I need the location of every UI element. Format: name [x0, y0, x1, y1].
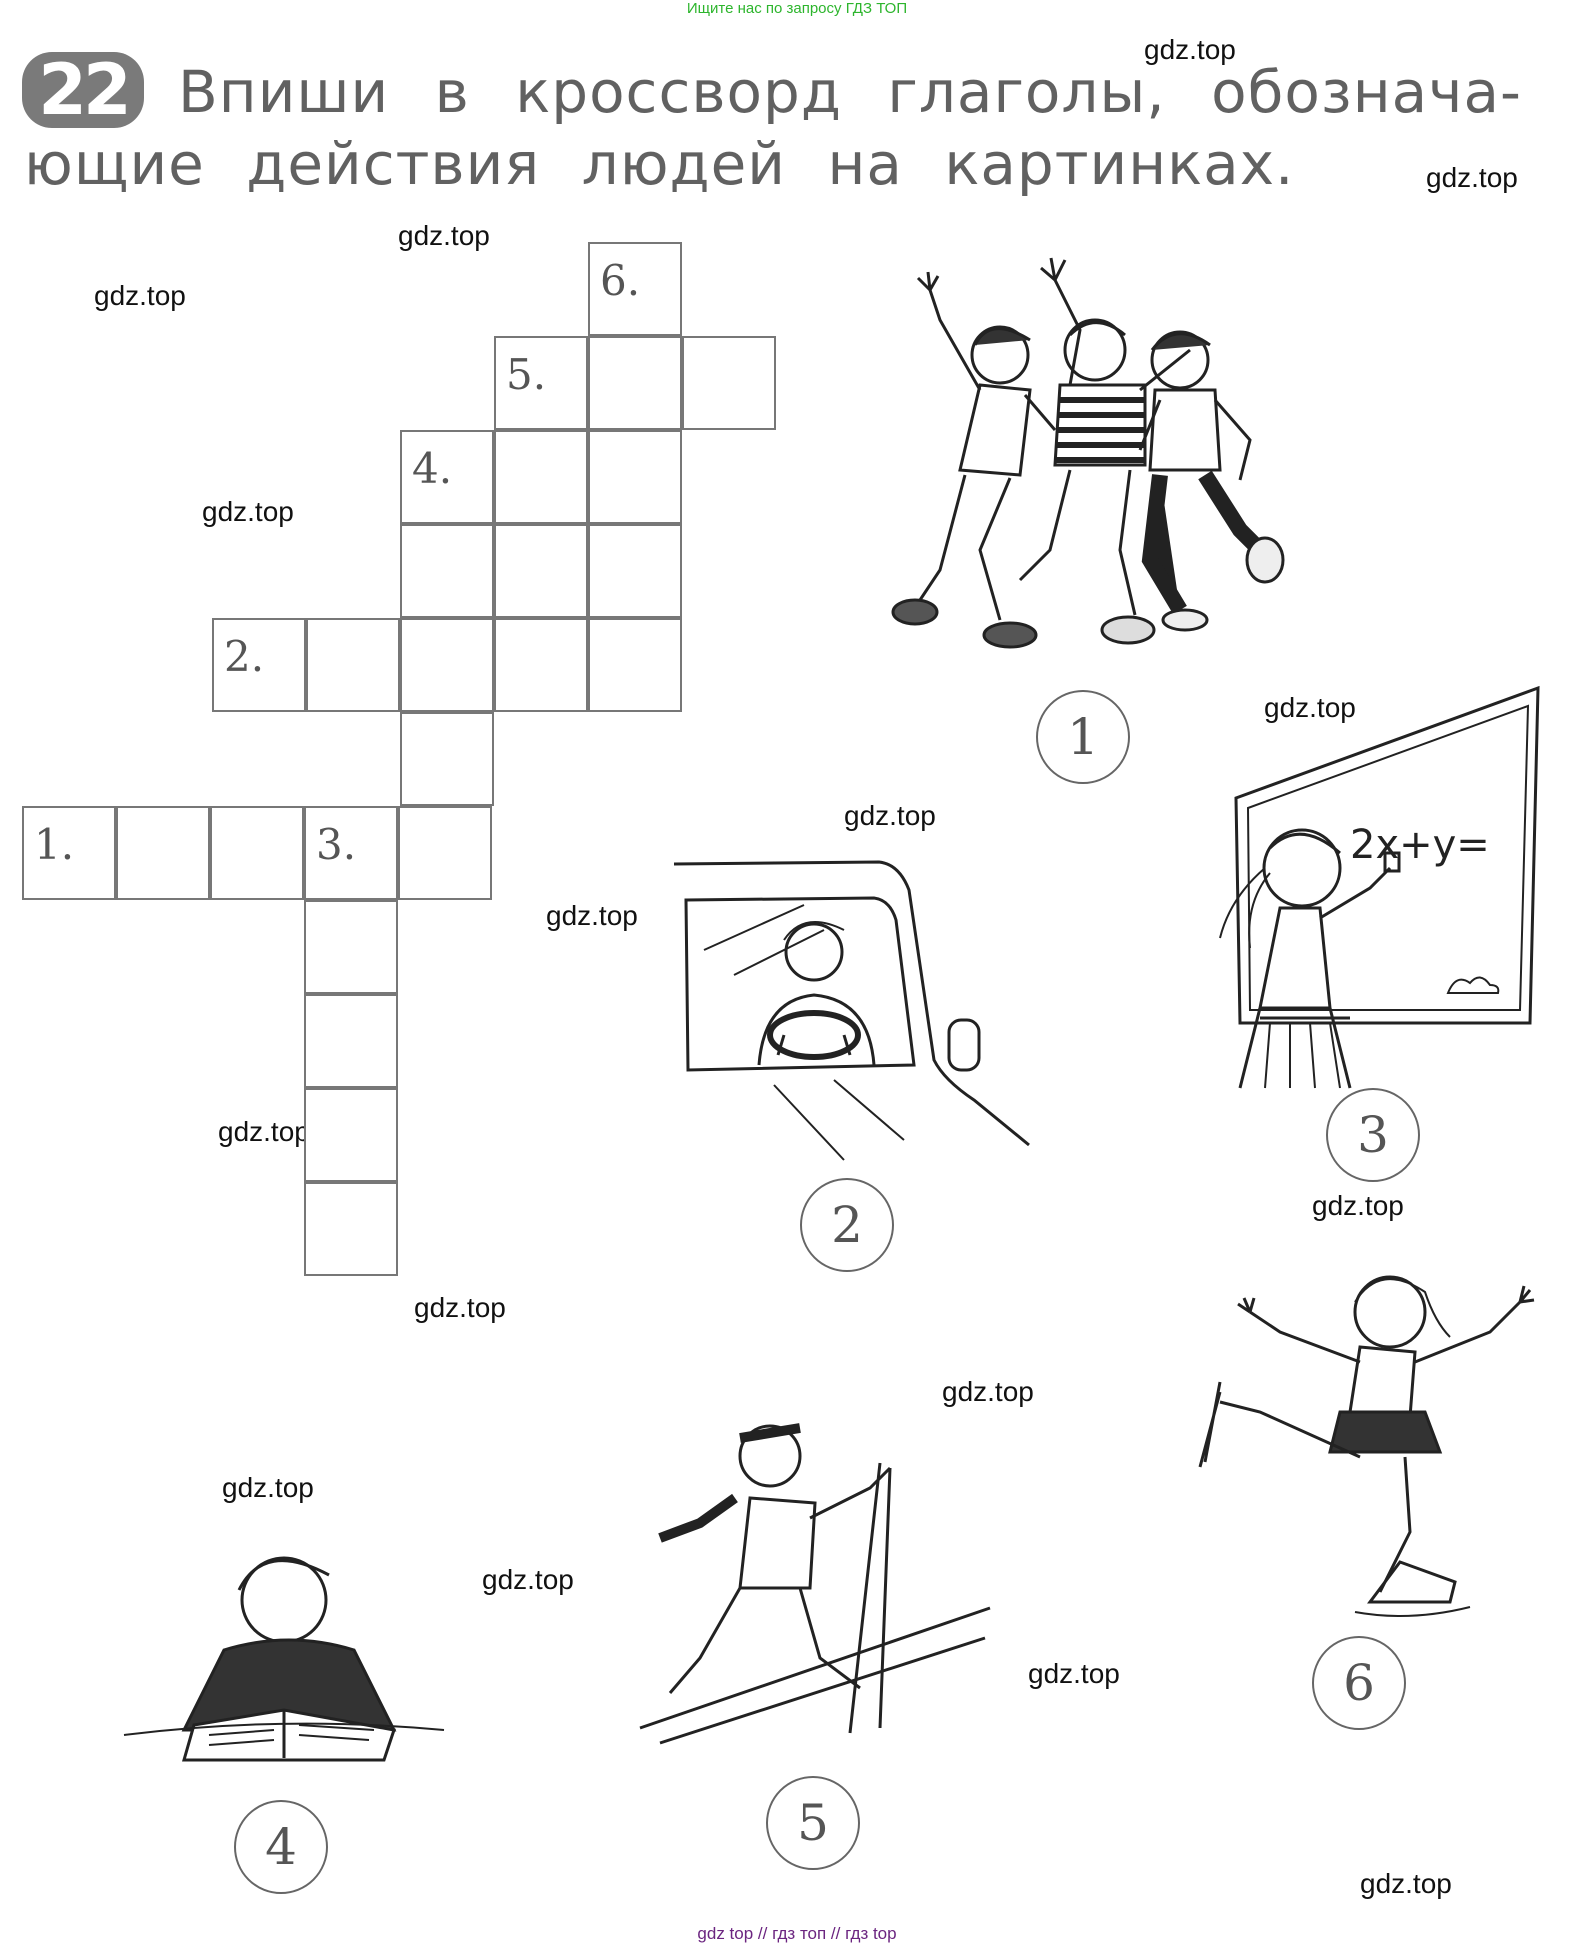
watermark: gdz.top [94, 280, 186, 311]
footer-links[interactable]: gdz top // гдз топ // гдз top [697, 1924, 897, 1943]
crossword-cell[interactable]: 6. [588, 242, 682, 336]
clue-number: 1. [34, 820, 75, 869]
crossword-cell[interactable] [400, 524, 494, 618]
picture-girl-skating [1180, 1252, 1540, 1632]
clue-number: 6. [600, 256, 641, 305]
crossword-cell[interactable] [494, 430, 588, 524]
watermark: gdz.top [482, 1564, 574, 1595]
clue-number: 3. [316, 820, 357, 869]
picture-label-5: 5 [766, 1776, 860, 1870]
watermark: gdz.top [844, 800, 936, 831]
watermark: gdz.top [1360, 1868, 1452, 1899]
clue-number: 5. [506, 350, 547, 399]
picture-skier [639, 1408, 1000, 1748]
crossword-cell[interactable] [400, 712, 494, 806]
crossword-cell[interactable] [588, 430, 682, 524]
crossword-cell[interactable] [304, 1088, 398, 1182]
crossword-cell[interactable] [398, 806, 492, 900]
watermark: gdz.top [1028, 1658, 1120, 1689]
crossword-cell[interactable] [588, 336, 682, 430]
crossword-cell[interactable] [210, 806, 304, 900]
watermark: gdz.top [1426, 162, 1518, 193]
crossword-cell[interactable] [494, 618, 588, 712]
instruction-line-1: Впиши в кроссворд глаголы, обознача- [178, 58, 1522, 126]
watermark: gdz.top [398, 220, 490, 251]
crossword-cell[interactable] [588, 618, 682, 712]
watermark: gdz.top [218, 1116, 310, 1147]
picture-label-3: 3 [1326, 1088, 1420, 1182]
crossword-cell[interactable]: 1. [22, 806, 116, 900]
crossword-cell[interactable] [304, 1182, 398, 1276]
crossword-cell[interactable] [400, 618, 494, 712]
exercise-number: 22 [38, 49, 131, 131]
picture-boy-writing [123, 1530, 454, 1770]
crossword-cell[interactable]: 5. [494, 336, 588, 430]
crossword-cell[interactable] [494, 524, 588, 618]
clue-number: 2. [224, 632, 265, 681]
board-formula: 2x+y= [1350, 822, 1490, 868]
picture-man-driving [673, 860, 1034, 1161]
picture-boys-jumping [880, 250, 1285, 670]
picture-label-4: 4 [234, 1800, 328, 1894]
picture-label-2: 2 [800, 1178, 894, 1272]
picture-label-1: 1 [1036, 690, 1130, 784]
crossword-cell[interactable] [306, 618, 400, 712]
watermark: gdz.top [1312, 1190, 1404, 1221]
crossword-cell[interactable]: 2. [212, 618, 306, 712]
watermark: gdz.top [414, 1292, 506, 1323]
crossword-cell[interactable]: 3. [304, 806, 398, 900]
top-banner[interactable]: Ищите нас по запросу ГДЗ ТОП [686, 0, 908, 17]
watermark: gdz.top [222, 1472, 314, 1503]
crossword-cell[interactable]: 4. [400, 430, 494, 524]
watermark: gdz.top [942, 1376, 1034, 1407]
watermark: gdz.top [1264, 692, 1356, 723]
clue-number: 4. [412, 444, 453, 493]
exercise-number-badge: 22 [22, 52, 144, 128]
watermark: gdz.top [546, 900, 638, 931]
crossword-cell[interactable] [116, 806, 210, 900]
picture-girl-at-board: 2x+y= [1190, 685, 1550, 1089]
crossword-cell[interactable] [304, 994, 398, 1088]
watermark: gdz.top [1144, 34, 1236, 65]
crossword-cell[interactable] [682, 336, 776, 430]
watermark: gdz.top [202, 496, 294, 527]
crossword-cell[interactable] [304, 900, 398, 994]
crossword-cell[interactable] [588, 524, 682, 618]
instruction-line-2: ющие действия людей на картинках. [24, 130, 1295, 198]
picture-label-6: 6 [1312, 1636, 1406, 1730]
